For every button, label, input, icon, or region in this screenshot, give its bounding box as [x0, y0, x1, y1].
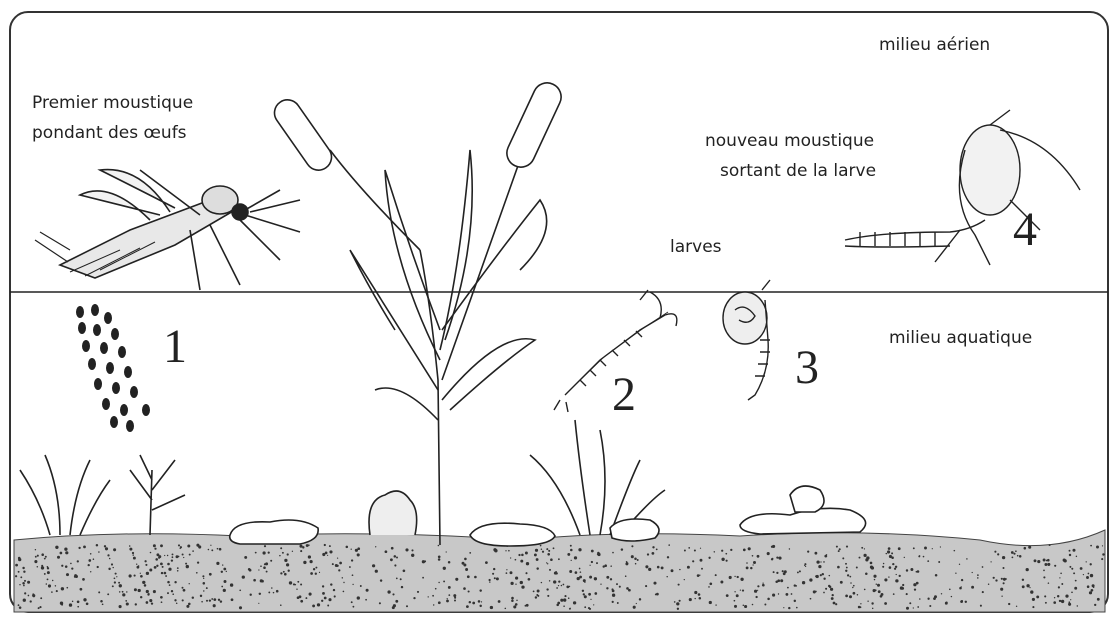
- egg: [111, 328, 119, 340]
- stage-number-4: 4: [1013, 203, 1037, 256]
- new-mosquito-label-line1: nouveau moustique: [705, 131, 874, 151]
- egg: [91, 304, 99, 316]
- larvae-label: larves: [670, 237, 722, 257]
- first-mosquito-label-line1: Premier moustique: [32, 93, 193, 113]
- egg: [76, 306, 84, 318]
- egg: [124, 366, 132, 378]
- egg: [82, 340, 90, 352]
- egg: [142, 404, 150, 416]
- egg: [88, 358, 96, 370]
- pupa-icon: [723, 280, 770, 400]
- egg: [106, 362, 114, 374]
- egg-cluster-icon: [76, 304, 150, 432]
- egg: [100, 342, 108, 354]
- aerial-medium-label: milieu aérien: [879, 35, 990, 55]
- stage-number-2: 2: [612, 368, 636, 421]
- egg: [110, 416, 118, 428]
- egg: [118, 346, 126, 358]
- new-mosquito-label-line2: sortant de la larve: [720, 161, 876, 181]
- first-mosquito-label-line2: pondant des œufs: [32, 123, 187, 143]
- egg: [120, 404, 128, 416]
- egg: [93, 324, 101, 336]
- mosquito-adult-icon: [35, 170, 300, 290]
- egg: [126, 420, 134, 432]
- stage-number-3: 3: [795, 341, 819, 394]
- aquatic-medium-label: milieu aquatique: [889, 328, 1032, 348]
- egg: [112, 382, 120, 394]
- egg: [102, 398, 110, 410]
- egg: [104, 312, 112, 324]
- egg: [78, 322, 86, 334]
- cattail-plant-icon: [269, 78, 565, 545]
- stage-number-1: 1: [163, 320, 187, 373]
- egg: [94, 378, 102, 390]
- emerging-mosquito-icon: [845, 110, 1080, 265]
- egg: [130, 386, 138, 398]
- water-weed-icon: [20, 420, 665, 535]
